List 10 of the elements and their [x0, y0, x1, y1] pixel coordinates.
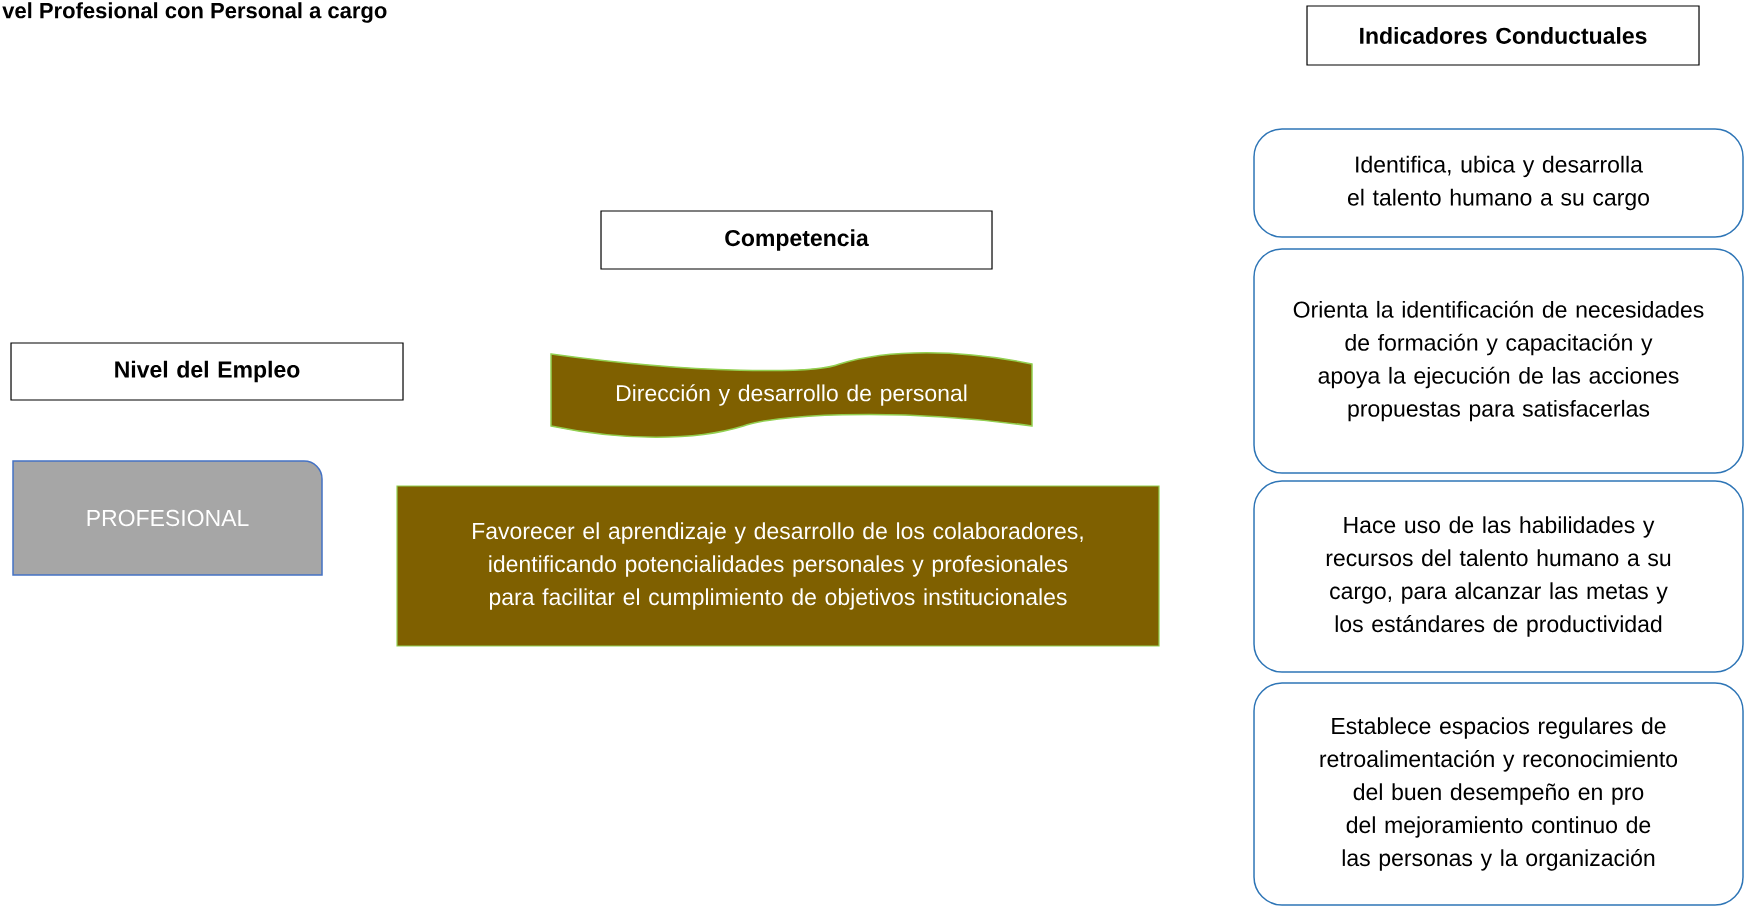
header-box: Nivel del Empleo: [10, 342, 404, 401]
header-box: Competencia: [600, 210, 993, 270]
header-box: Indicadores Conductuales: [1306, 5, 1700, 66]
indicator-box: Establece espacios regulares de retroalimentación y reconocimiento del buen desempeño en pro del mejoramiento continuo de las personas y la organización: [1253, 682, 1744, 906]
indicator-box: Hace uso de las habilidades y recursos del talento humano a su cargo, para alcanzar las metas y los estándares de productividad: [1253, 480, 1744, 673]
definition-box: Favorecer el aprendizaje y desarrollo de los colaboradores, identificando potencialidades personales y profesionales para facilitar el cumplimiento de objetivos institucionales: [396, 485, 1160, 647]
indicator-box: Orienta la identificación de necesidades de formación y capacitación y apoya la ejecución de las acciones propuestas para satisfacerlas: [1253, 248, 1744, 474]
indicator-box: Identifica, ubica y desarrolla el talento humano a su cargo: [1253, 128, 1744, 238]
title: vel Profesional con Personal a cargo: [2, 2, 387, 23]
level-box: PROFESIONAL: [12, 460, 323, 576]
